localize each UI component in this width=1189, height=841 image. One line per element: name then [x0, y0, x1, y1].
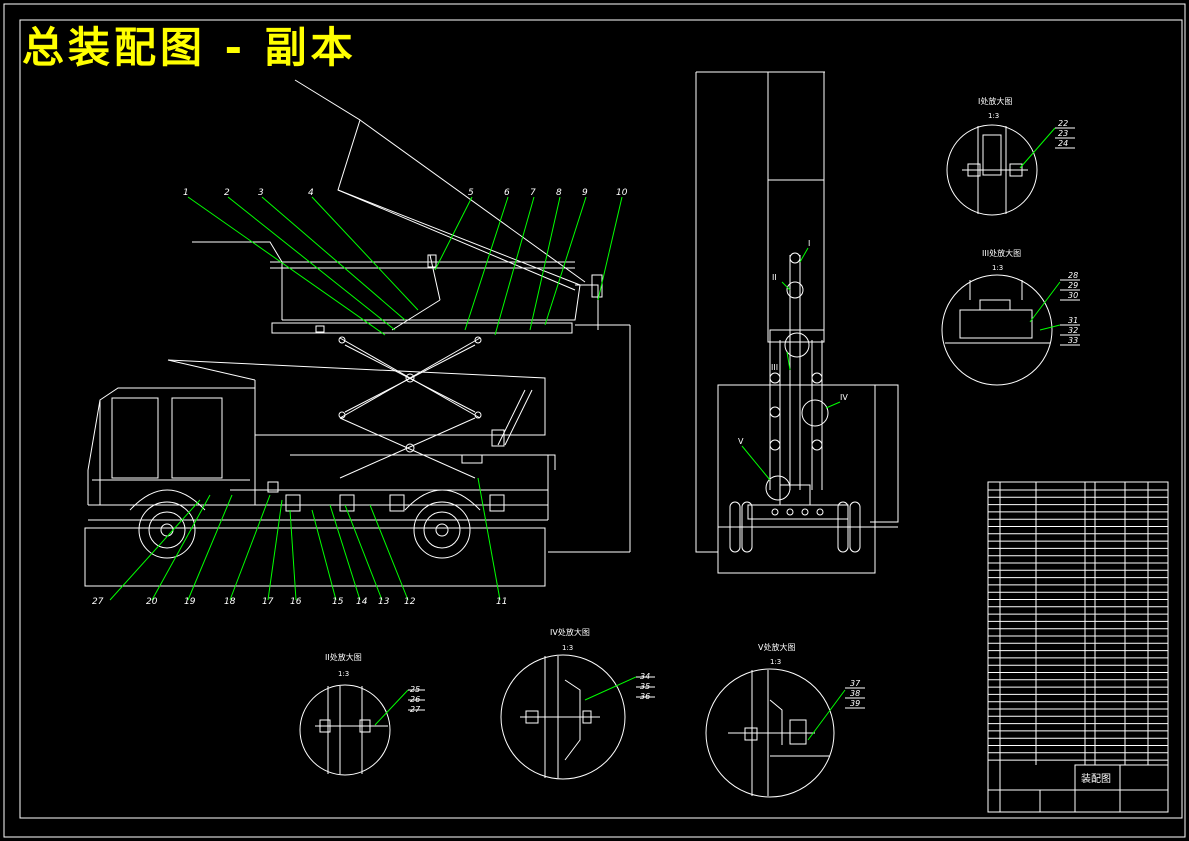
detail-label: 30 — [1068, 291, 1078, 300]
part-label: 27 — [92, 597, 104, 607]
detail-scale: 1:3 — [988, 112, 999, 120]
truck-side-view — [84, 79, 631, 587]
part-label: 14 — [356, 597, 368, 607]
part-label: 4 — [308, 188, 314, 198]
detail-label: 32 — [1068, 326, 1078, 335]
detail-label: 34 — [640, 672, 650, 681]
detail-label: 22 — [1058, 119, 1068, 128]
part-label: 10 — [616, 188, 628, 198]
outer-frame — [3, 3, 1186, 838]
part-label: 8 — [556, 188, 562, 198]
inner-frame — [19, 19, 1183, 819]
detail-label: 23 — [1058, 129, 1068, 138]
detail-mark-v-circle — [765, 475, 791, 501]
detail-label: 38 — [850, 689, 860, 698]
cab-outline — [87, 387, 256, 505]
part-label: 19 — [184, 597, 196, 607]
bottom-part-numbers: 27 20 19 18 17 16 15 14 13 12 11 — [92, 597, 507, 607]
detail-view-iii: III处放大图 1:3 28 29 30 31 32 33 — [941, 248, 1080, 386]
rear-view — [695, 71, 899, 574]
part-label: 6 — [504, 188, 510, 198]
top-part-numbers: 1 2 3 4 5 6 7 8 9 10 — [183, 188, 628, 198]
detail-label: 26 — [410, 695, 420, 704]
detail-label: 39 — [850, 699, 860, 708]
detail-label: 35 — [640, 682, 650, 691]
part-label: 17 — [262, 597, 274, 607]
parts-list-table — [987, 481, 1169, 813]
part-label: 11 — [496, 597, 507, 607]
tilted-body — [282, 79, 581, 321]
detail-mark-iii-circle — [784, 332, 810, 358]
part-label: 12 — [404, 597, 416, 607]
detail-title: III处放大图 — [982, 248, 1021, 258]
mark-iii: III — [771, 363, 778, 372]
part-label: 2 — [224, 188, 230, 198]
detail-mark-iv-circle — [801, 399, 829, 427]
detail-label: 25 — [410, 685, 420, 694]
part-label: 15 — [332, 597, 344, 607]
drawing-title: 总装配图 - 副本 — [22, 23, 357, 72]
detail-label: 33 — [1068, 336, 1078, 345]
part-label: 16 — [290, 597, 302, 607]
detail-scale: 1:3 — [562, 644, 573, 652]
detail-title: V处放大图 — [758, 642, 795, 652]
part-label: 18 — [224, 597, 236, 607]
front-wheel — [138, 501, 196, 559]
rear-view-marks: I II III IV V — [738, 239, 848, 446]
part-label: 20 — [146, 597, 158, 607]
mark-i: I — [808, 239, 810, 248]
mark-iv: IV — [840, 393, 848, 402]
part-label: 1 — [183, 188, 189, 198]
part-label: 9 — [582, 188, 588, 198]
mark-ii: II — [772, 273, 777, 282]
mark-v: V — [738, 437, 744, 446]
detail-view-iv: IV处放大图 1:3 34 35 36 — [500, 627, 655, 780]
detail-label: 31 — [1068, 316, 1078, 325]
detail-label: 36 — [640, 692, 650, 701]
detail-scale: 1:3 — [770, 658, 781, 666]
detail-title: I处放大图 — [978, 96, 1012, 106]
detail-scale: 1:3 — [992, 264, 1003, 272]
detail-view-ii: II处放大图 1:3 25 26 27 — [299, 652, 425, 776]
detail-title: IV处放大图 — [550, 627, 590, 637]
detail-label: 37 — [850, 679, 861, 688]
detail-view-v: V处放大图 1:3 37 38 39 — [705, 642, 865, 798]
detail-label: 29 — [1068, 281, 1078, 290]
part-label: 7 — [530, 188, 536, 198]
title-block-name: 装配图 — [1081, 772, 1111, 785]
part-label: 13 — [378, 597, 390, 607]
detail-label: 24 — [1058, 139, 1068, 148]
part-label: 5 — [468, 188, 474, 198]
detail-scale: 1:3 — [338, 670, 349, 678]
detail-view-i: I处放大图 1:3 22 23 24 — [946, 96, 1075, 216]
rear-wheel — [413, 501, 471, 559]
detail-label: 28 — [1068, 271, 1078, 280]
top-leaders — [109, 196, 623, 601]
detail-label: 27 — [410, 705, 421, 714]
part-label: 3 — [258, 188, 264, 198]
detail-title: II处放大图 — [325, 652, 362, 662]
